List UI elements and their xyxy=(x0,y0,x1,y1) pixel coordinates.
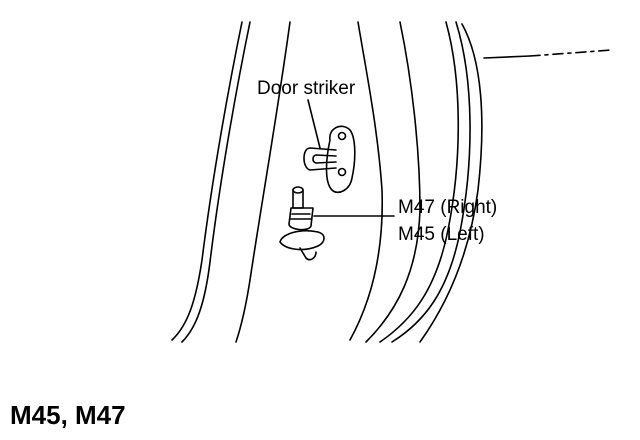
roof-edge-line xyxy=(484,56,530,58)
body-panel-line-inner xyxy=(236,22,290,342)
diagram-caption: M45, M47 xyxy=(10,400,126,430)
striker-bolt-bottom xyxy=(339,169,346,176)
switch-flange xyxy=(280,231,324,250)
switch-connector xyxy=(300,248,316,260)
striker-loop-inner xyxy=(313,155,336,163)
switch-left-label: M45 (Left) xyxy=(398,224,485,245)
striker-loop xyxy=(304,148,336,170)
door-opening-line-4 xyxy=(392,22,470,342)
door-opening-line-5 xyxy=(420,24,482,342)
roof-edge-dash xyxy=(530,50,612,56)
door-striker-leader xyxy=(308,100,320,148)
door-opening-line-2 xyxy=(366,22,420,342)
striker-plate xyxy=(327,126,355,192)
body-panel-line-outer xyxy=(172,22,242,340)
switch-plunger-top xyxy=(293,187,303,193)
switch-body xyxy=(289,208,313,230)
striker-bolt-top xyxy=(339,133,346,140)
switch-right-label: M47 (Right) xyxy=(398,197,498,218)
body-panel-line-mid xyxy=(182,22,250,342)
door-striker-label: Door striker xyxy=(257,78,356,99)
switch-spring xyxy=(291,214,311,219)
door-opening-line-1 xyxy=(350,22,382,340)
door-opening-line-3 xyxy=(380,22,458,342)
